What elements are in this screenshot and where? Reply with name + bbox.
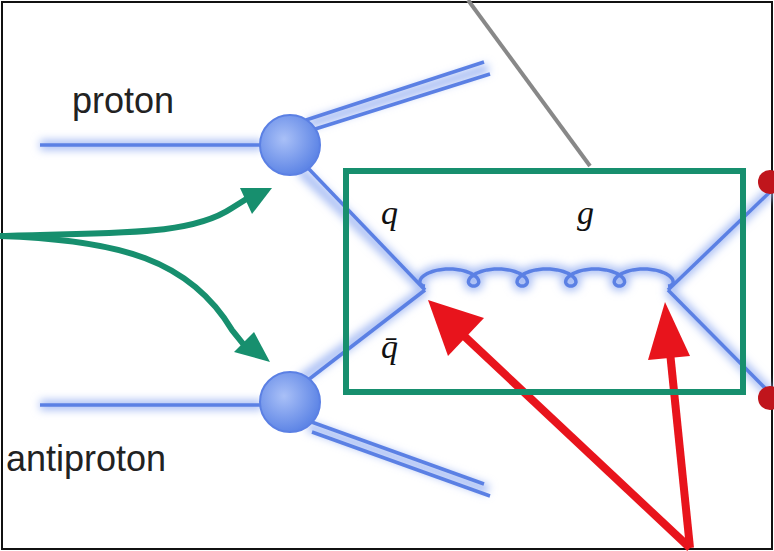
- red-dot: [758, 170, 774, 194]
- particle-symbol: q̄: [381, 330, 398, 364]
- highlight-box: q g q̄: [343, 168, 746, 395]
- particle-label: proton: [72, 80, 174, 122]
- arrowhead: [648, 302, 690, 360]
- red-arrows: [462, 334, 690, 548]
- red-dot: [758, 386, 774, 410]
- arrowhead: [428, 300, 484, 356]
- particle-lines: [40, 62, 772, 496]
- particle-symbol: g: [577, 196, 594, 230]
- antiproton-blob: [260, 372, 320, 432]
- leader-line: [468, 0, 590, 166]
- proton-blob: [260, 115, 320, 175]
- particle-symbol: q: [381, 196, 398, 230]
- arrowhead: [234, 332, 270, 362]
- glow: [40, 68, 772, 490]
- particle-label: antiproton: [6, 438, 166, 480]
- green-arrows: [0, 198, 248, 345]
- arrowhead: [240, 188, 272, 214]
